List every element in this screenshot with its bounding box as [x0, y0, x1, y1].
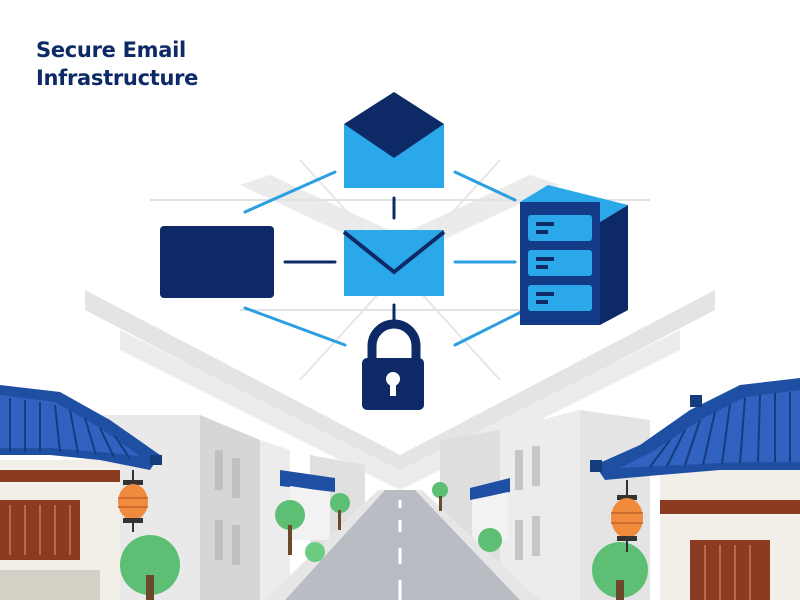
- monitor-icon: [160, 226, 274, 298]
- trees: [120, 482, 648, 600]
- title-line-1: Secure Email: [36, 38, 186, 62]
- road: [265, 490, 540, 600]
- lock-icon: [362, 319, 424, 410]
- hanok-left: [0, 385, 162, 600]
- title-line-2: Infrastructure: [36, 66, 199, 90]
- envelope-open-icon: [344, 92, 444, 188]
- hanok-right: [590, 378, 800, 600]
- server-icon: [520, 185, 628, 325]
- page-title: Secure Email Infrastructure: [36, 36, 198, 92]
- envelope-icon: [342, 230, 446, 296]
- lantern-left: [118, 470, 148, 532]
- lantern-right: [611, 480, 643, 552]
- connector-lines: [243, 170, 527, 347]
